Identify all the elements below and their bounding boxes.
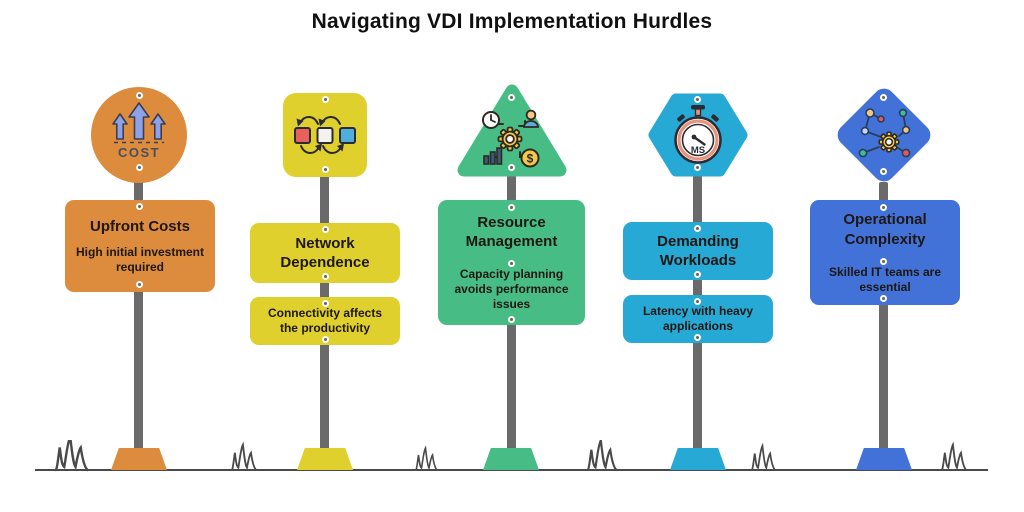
resource-gear-icon: $ <box>482 109 540 168</box>
screw <box>508 316 515 323</box>
stopwatch-icon: MS <box>674 105 722 164</box>
screw <box>880 168 887 175</box>
bar-chart-glyph <box>483 147 503 165</box>
hurdle-desc-demanding-workloads: Latency with heavy applications <box>642 304 754 333</box>
network-gear-icon <box>858 108 911 158</box>
screw <box>694 225 701 232</box>
screw <box>880 204 887 211</box>
coin-symbol: $ <box>527 152 534 166</box>
signpost-base-2 <box>297 448 353 470</box>
hurdle-desc-network-dependence: Connectivity affects the productivity <box>267 306 383 335</box>
screw <box>322 166 329 173</box>
screw <box>508 204 515 211</box>
screw <box>322 273 329 280</box>
stopwatch-ms-label: MS <box>691 145 705 156</box>
sync-squares-icon <box>294 116 356 154</box>
signpost-pole-1 <box>134 178 143 455</box>
hurdle-title-network-dependence: Network Dependence <box>280 234 370 271</box>
screw <box>694 271 701 278</box>
screw <box>880 258 887 265</box>
screw <box>880 295 887 302</box>
gear-glyph <box>497 126 523 152</box>
screw <box>694 298 701 305</box>
screw <box>136 164 143 171</box>
screw <box>508 260 515 267</box>
signpost-base-5 <box>856 448 912 470</box>
ground-grass <box>35 440 988 472</box>
sign-operational-complexity: Operational Complexity Skilled IT teams … <box>810 200 960 305</box>
signpost-base-4 <box>670 448 726 470</box>
cost-icon-label: COST <box>118 145 160 160</box>
screw <box>508 164 515 171</box>
sign-upfront-costs: Upfront Costs High initial investment re… <box>65 200 215 292</box>
signpost-pole-5 <box>879 182 888 455</box>
screw <box>694 164 701 171</box>
gear-glyph <box>878 131 900 153</box>
person-glyph <box>523 109 539 128</box>
signpost-base-1 <box>111 448 167 470</box>
screw <box>136 281 143 288</box>
screw <box>322 96 329 103</box>
hurdle-desc-operational-complexity: Skilled IT teams are essential <box>828 264 942 294</box>
hurdle-title-operational-complexity: Operational Complexity <box>843 211 927 248</box>
clock-glyph <box>482 111 500 129</box>
screw <box>508 94 515 101</box>
screw <box>136 92 143 99</box>
screw <box>322 226 329 233</box>
hurdle-title-upfront-costs: Upfront Costs <box>90 217 190 235</box>
signpost-base-3 <box>483 448 539 470</box>
page-title: Navigating VDI Implementation Hurdles <box>311 10 713 33</box>
screw <box>136 203 143 210</box>
coin-glyph: $ <box>520 148 540 168</box>
screw <box>322 300 329 307</box>
hurdle-desc-upfront-costs: High initial investment required <box>75 245 204 275</box>
screw <box>694 334 701 341</box>
cost-arrows-icon: COST <box>112 102 166 160</box>
screw <box>694 96 701 103</box>
hurdle-title-resource-management: Resource Management <box>465 213 558 250</box>
screw <box>880 94 887 101</box>
hurdle-desc-resource-management: Capacity planning avoids performance iss… <box>454 267 569 312</box>
screw <box>322 336 329 343</box>
hurdle-title-demanding-workloads: Demanding Workloads <box>657 232 739 269</box>
